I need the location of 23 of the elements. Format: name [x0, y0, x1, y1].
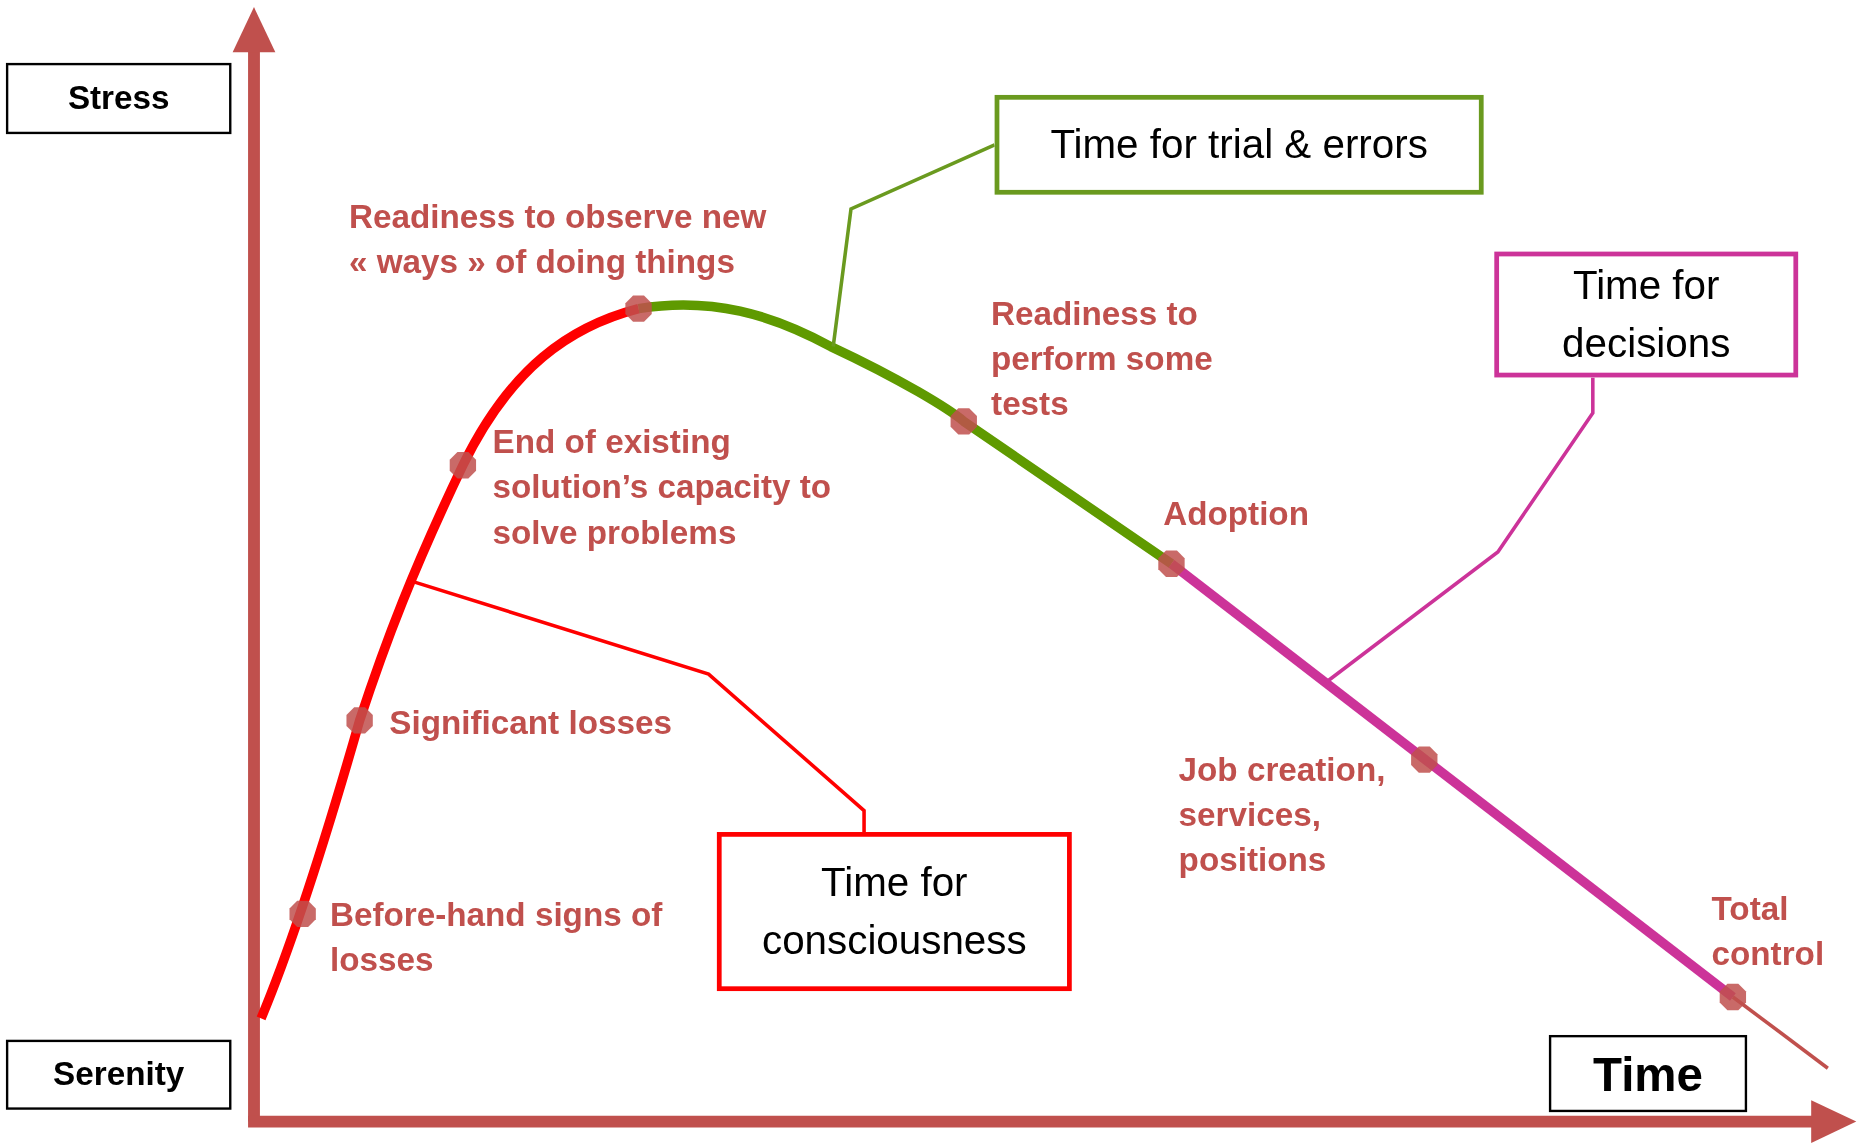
text-box	[994, 94, 1484, 195]
box-text: Serenity	[53, 1054, 185, 1095]
point-label: Before-hand signs of losses	[329, 895, 664, 980]
leader-line	[831, 143, 996, 347]
point-label: Readiness to perform some tests	[991, 294, 1214, 425]
point-label: Readiness to observe new « ways » of doing things	[348, 197, 768, 283]
leader-line	[1324, 377, 1595, 684]
box-text: Time for trial & errors	[1050, 120, 1428, 169]
point-label: Job creation, services, positions	[1178, 750, 1387, 881]
box-text: Time for decisions	[1561, 260, 1732, 368]
text-box	[1494, 251, 1799, 378]
text-box	[716, 832, 1072, 992]
point-label: Significant losses	[389, 702, 673, 743]
leader-line	[412, 579, 866, 832]
point-label: Adoption	[1163, 493, 1310, 534]
box-text: Stress	[67, 78, 170, 118]
axis-label-box	[1548, 1035, 1748, 1113]
axis-label-box	[5, 1039, 232, 1110]
box-text: Time	[1593, 1046, 1703, 1102]
axis-label-box	[5, 62, 232, 135]
point-label: End of existing solution’s capacity to solve problems	[492, 422, 833, 553]
point-label: Total control	[1711, 889, 1826, 975]
box-text: Time for consciousness	[760, 857, 1028, 965]
